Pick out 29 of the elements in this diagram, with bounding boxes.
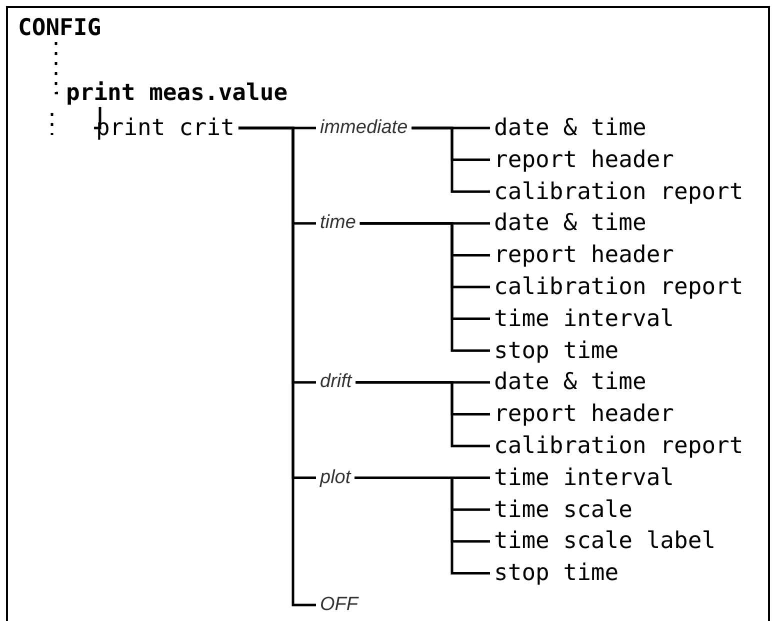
menu-item: report header [494, 241, 674, 270]
menu-item: date & time [494, 114, 646, 142]
menu-item: report header [494, 400, 674, 428]
menu-title: CONFIG [18, 14, 102, 42]
menu-item: calibration report [494, 432, 744, 460]
menu-item: print crit [96, 114, 234, 142]
menu-item: print meas.value [66, 79, 288, 107]
menu-item: calibration report [494, 273, 744, 301]
menu-item: stop time [494, 559, 619, 588]
menu-item: date & time [494, 368, 646, 396]
menu-option: plot [320, 464, 351, 492]
menu-item: time scale [494, 496, 632, 524]
tree-line [94, 107, 102, 130]
menu-item: time interval [494, 304, 674, 333]
menu-item: calibration report [494, 178, 744, 206]
menu-item: time scale label [494, 527, 716, 556]
menu-item: date & time [494, 209, 646, 238]
menu-option: drift [320, 368, 352, 396]
menu-item: time interval [494, 464, 674, 492]
tree-line [412, 126, 490, 193]
tree-line [354, 476, 490, 574]
menu-item: report header [494, 146, 674, 174]
tree-line [356, 381, 490, 448]
tree-line [360, 222, 490, 352]
menu-option: immediate [320, 114, 408, 142]
menu-option: time [320, 209, 356, 238]
tree-line [238, 126, 316, 606]
menu-item: stop time [494, 336, 619, 365]
menu-option: OFF [320, 591, 358, 619]
